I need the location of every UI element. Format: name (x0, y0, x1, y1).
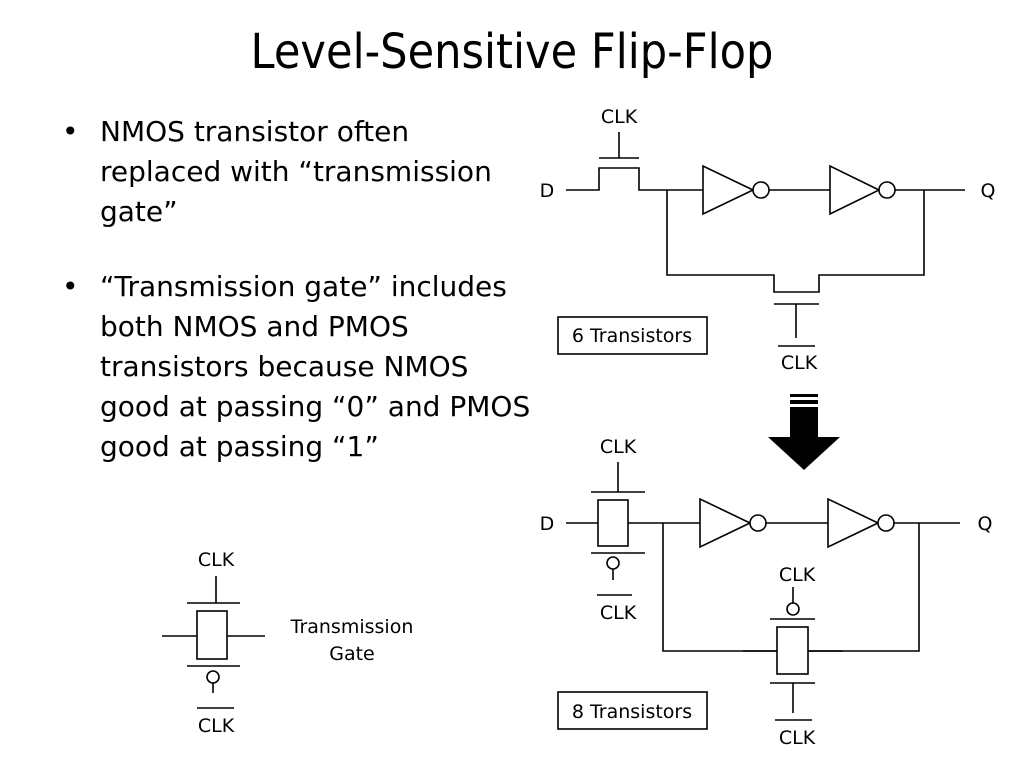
input-d-label: D (540, 513, 555, 535)
feedback-clk-bar-label: CLK (781, 352, 818, 374)
bullet-item: • NMOS transistor often replaced with “t… (62, 112, 532, 232)
input-transmission-gate (566, 462, 645, 596)
tg-caption-line2: Gate (329, 643, 375, 665)
bullet-list: • NMOS transistor often replaced with “t… (62, 112, 532, 502)
circuit-8-transistors: CLK D CLK Q (540, 436, 993, 749)
input-nmos-transistor (566, 132, 667, 191)
inverter-2 (827, 497, 960, 549)
count-box (557, 691, 708, 730)
feedback-nmos-transistor (666, 190, 925, 347)
tg-caption-line1: Transmission (290, 616, 414, 638)
bullet-text: NMOS transistor often replaced with “tra… (100, 115, 492, 228)
inverter-1 (628, 497, 828, 549)
count-box (557, 316, 708, 355)
inverter-2 (829, 164, 965, 216)
down-arrow-icon (768, 394, 840, 470)
clk-bar-label: CLK (600, 602, 637, 624)
clk-label: CLK (601, 106, 638, 128)
bullet-marker: • (62, 270, 79, 303)
feedback-clk-bottom-label: CLK (779, 727, 816, 749)
circuit-6-transistors: CLK D Q CLK 6 Transis (540, 106, 996, 374)
transistor-count-label: 8 Transistors (572, 701, 692, 723)
tg-clk-bar-label: CLK (198, 715, 235, 737)
feedback-transmission-gate (662, 523, 920, 721)
output-q-label: Q (978, 513, 993, 535)
transmission-gate-symbol: CLK CLK Transmission Gate (162, 549, 413, 737)
bullet-item: • “Transmission gate” includes both NMOS… (62, 267, 532, 467)
output-q-label: Q (981, 180, 996, 202)
clk-top-label: CLK (600, 436, 637, 458)
bullet-text: “Transmission gate” includes both NMOS a… (100, 270, 531, 463)
tg-clk-top-label: CLK (198, 549, 235, 571)
slide-title: Level-Sensitive Flip-Flop (250, 24, 774, 80)
inverter-1 (667, 164, 830, 216)
bullet-marker: • (62, 115, 79, 148)
input-d-label: D (540, 180, 555, 202)
transistor-count-label: 6 Transistors (572, 325, 692, 347)
feedback-clk-bar-top-label: CLK (779, 564, 816, 586)
